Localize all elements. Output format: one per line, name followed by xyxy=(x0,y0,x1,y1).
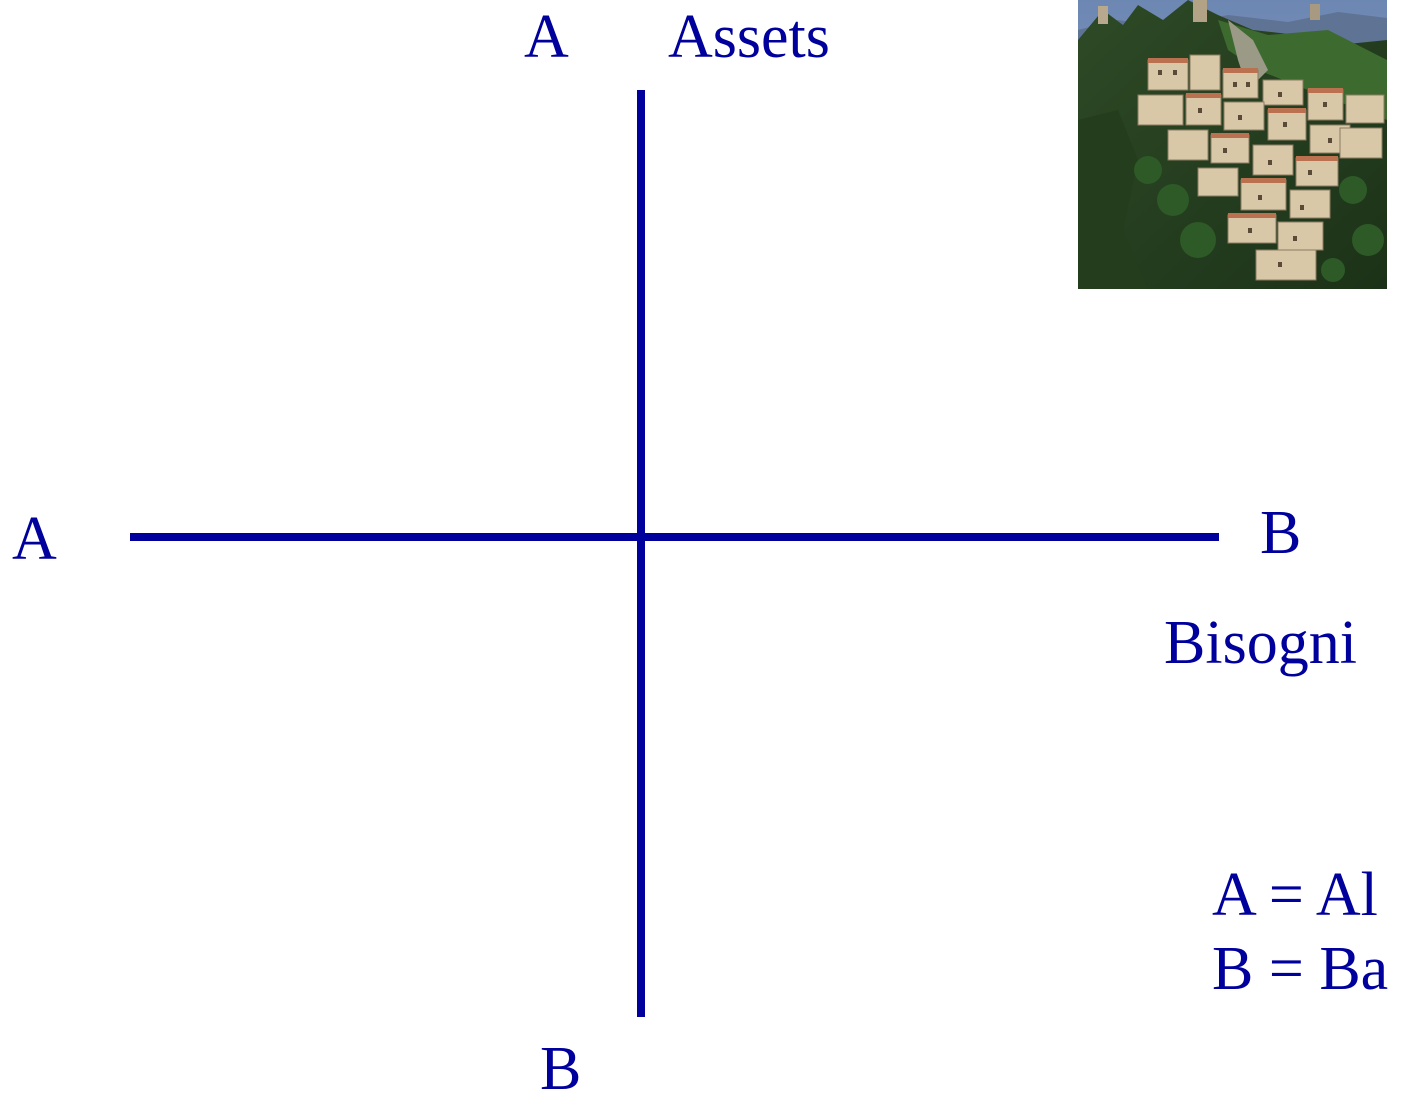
legend-item-a: A = Al xyxy=(1212,861,1378,929)
vertical-axis-top-label: Assets xyxy=(668,3,830,71)
hilltop-town-photo xyxy=(1078,0,1387,289)
legend-item-b: B = Ba xyxy=(1212,935,1389,1004)
horizontal-axis-line xyxy=(130,533,1219,541)
legend: A = Al B = Ba xyxy=(1212,858,1388,1007)
vertical-axis-top-letter: A xyxy=(524,3,569,71)
horizontal-axis-right-letter: B xyxy=(1260,499,1302,567)
horizontal-axis-right-label: Bisogni xyxy=(1164,609,1357,677)
horizontal-axis-left-letter: A xyxy=(12,505,57,573)
vertical-axis-bottom-letter: B xyxy=(540,1035,582,1103)
vertical-axis-line xyxy=(637,90,645,1017)
